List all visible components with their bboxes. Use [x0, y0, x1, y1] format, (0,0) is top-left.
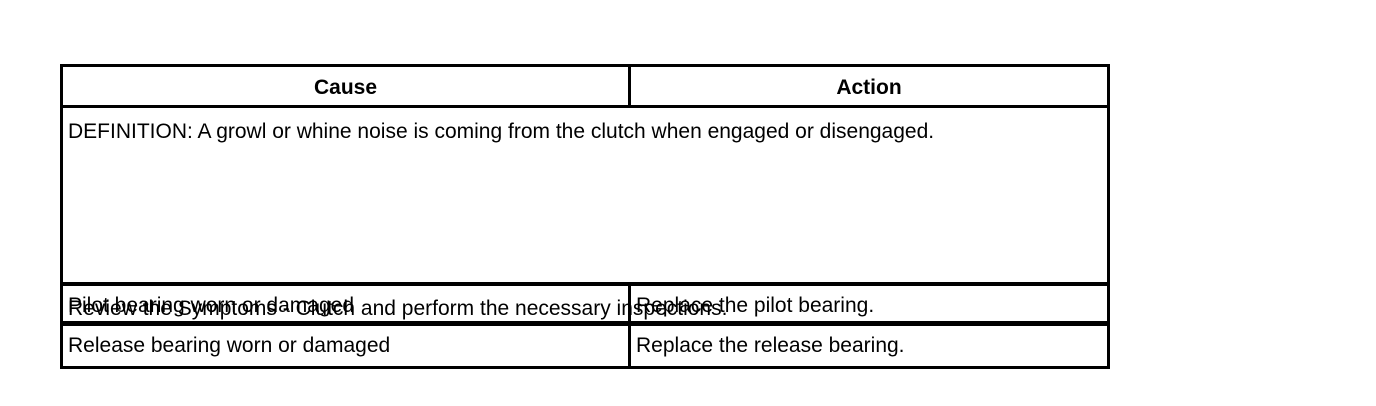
definition-text: DEFINITION: A growl or whine noise is co… [68, 120, 935, 143]
table-row: Pilot bearing worn or damaged Replace th… [63, 286, 1107, 326]
cause-cell: Release bearing worn or damaged [63, 326, 631, 366]
header-cause: Cause [63, 67, 631, 105]
table-header-row: Cause Action [63, 67, 1107, 108]
cause-cell: Pilot bearing worn or damaged [63, 286, 631, 321]
action-cell: Replace the pilot bearing. [636, 294, 875, 317]
diagnostic-table: Cause Action DEFINITION: A growl or whin… [60, 64, 1110, 369]
header-action: Action [836, 76, 902, 99]
definition-row: DEFINITION: A growl or whine noise is co… [63, 108, 1107, 320]
review-symptoms-text: Review the Symptoms - Clutch and perform… [68, 297, 728, 320]
action-cell: Replace the release bearing. [636, 334, 905, 357]
table-row: Release bearing worn or damaged Replace … [63, 326, 1107, 366]
